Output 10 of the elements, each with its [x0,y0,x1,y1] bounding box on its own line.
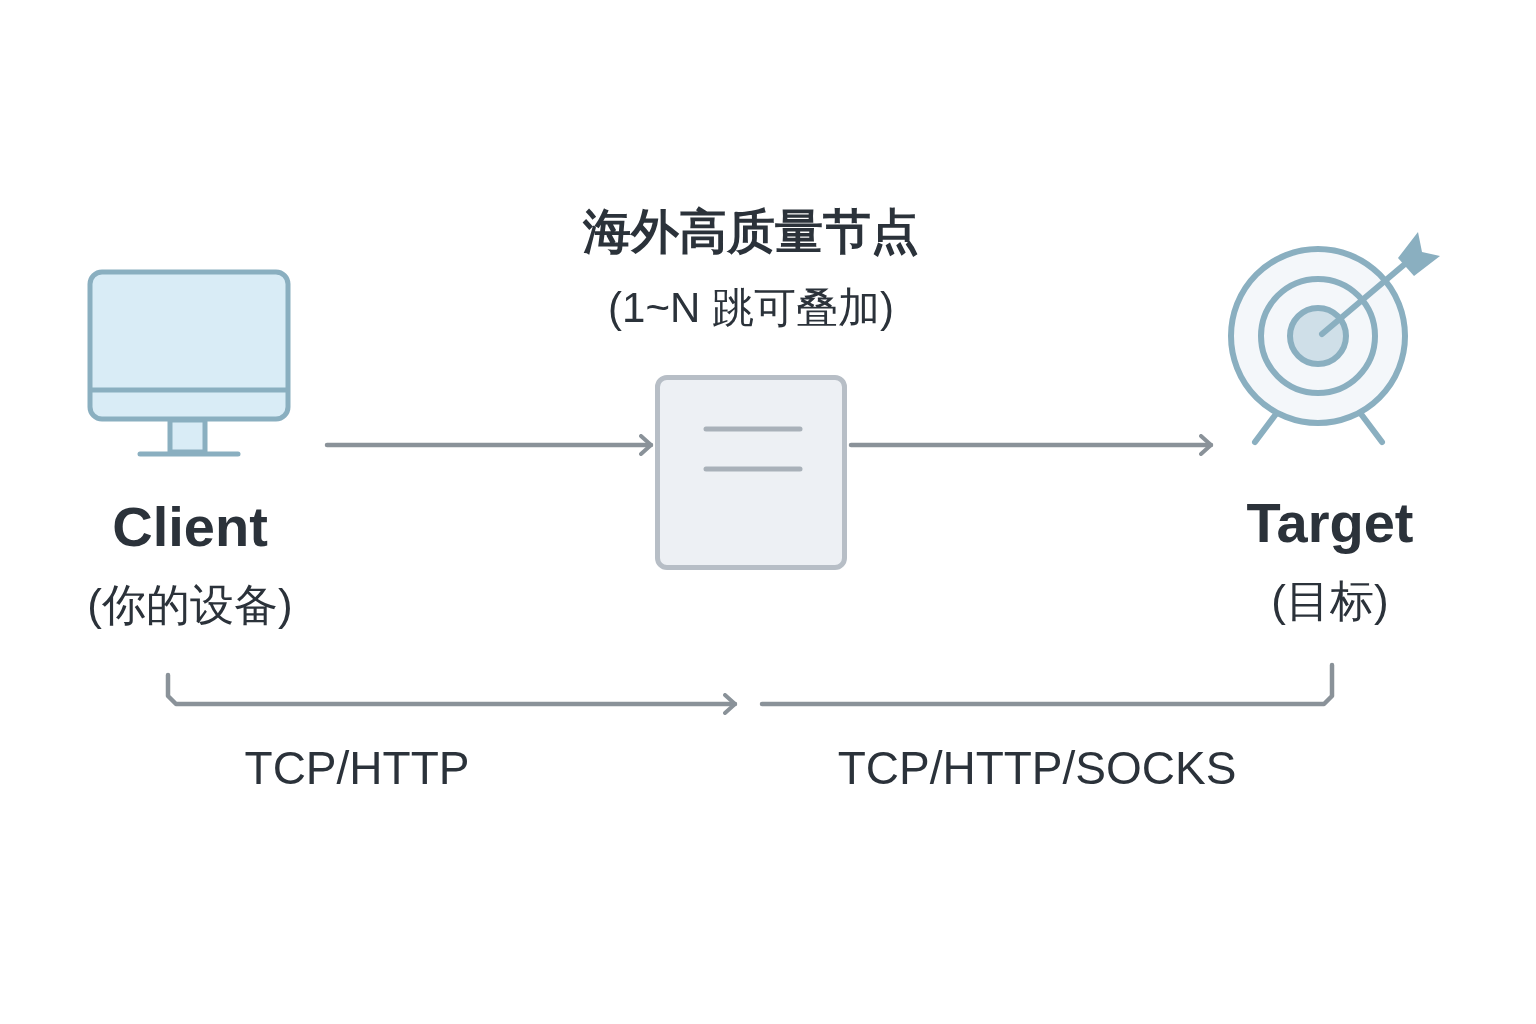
node-title: Target [1245,491,1415,555]
arrow [848,434,1214,456]
node-subtitle: (目标) [1270,575,1390,627]
node-subtitle: (你的设备) [86,579,294,631]
relay-server-box [655,375,847,570]
node-caption: (1~N 跳可叠加) [607,283,895,333]
arrow [324,434,654,456]
node-heading: 海外高质量节点 [582,204,920,260]
node-title: Client [111,495,269,559]
arrow [165,672,738,715]
